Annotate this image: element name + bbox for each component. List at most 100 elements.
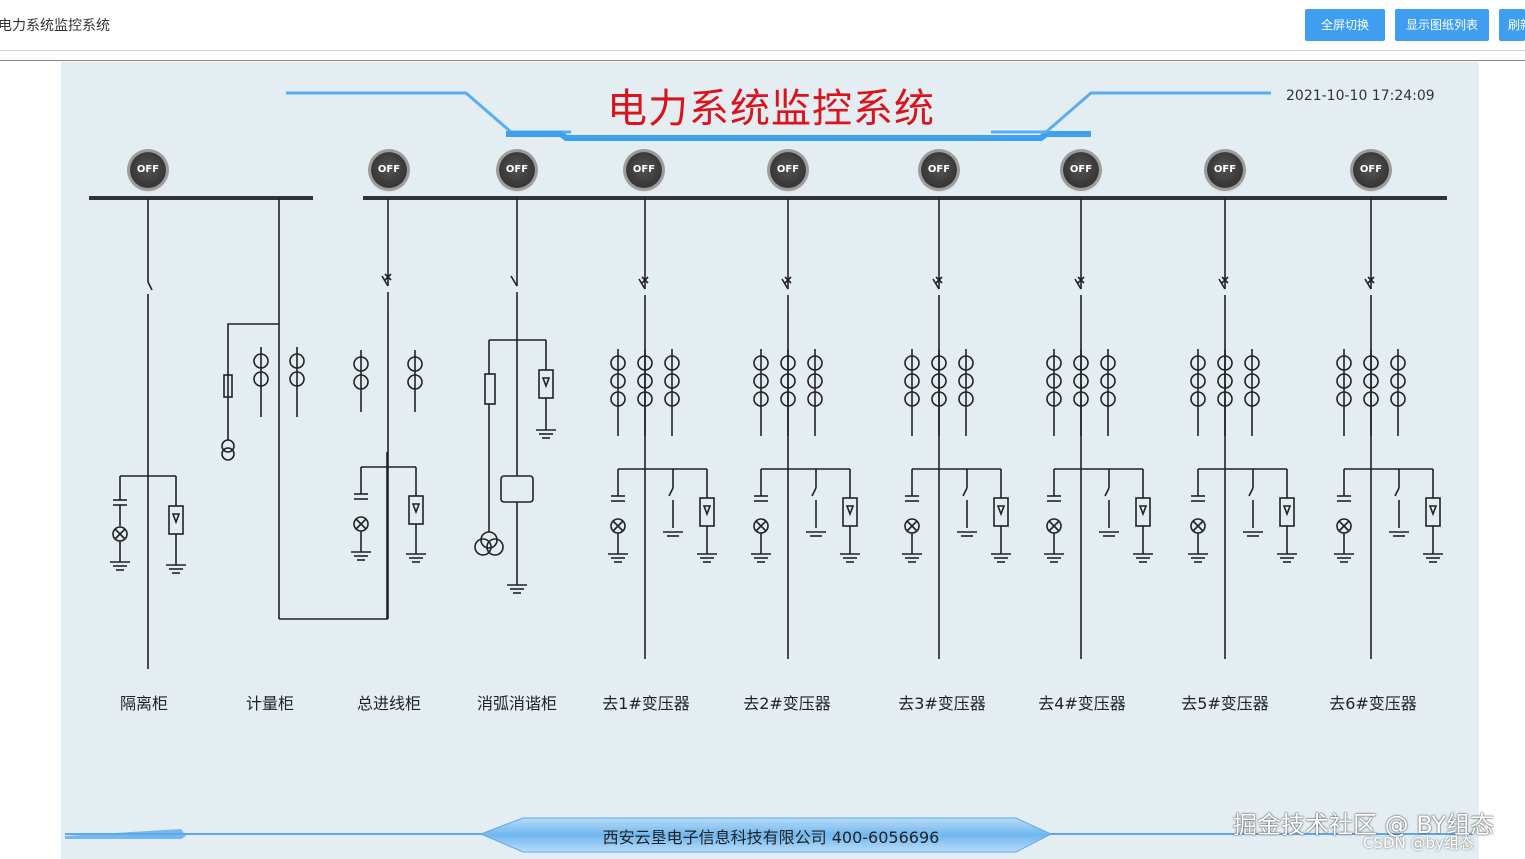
current-transformer <box>958 355 974 371</box>
surge-arrester <box>845 505 855 517</box>
current-transformer <box>1336 391 1352 407</box>
cabinet-label-metering: 计量柜 <box>245 694 294 713</box>
disconnector-symbol <box>1104 487 1110 497</box>
current-transformer <box>1244 391 1260 407</box>
current-transformer <box>664 355 680 371</box>
current-transformer <box>253 353 269 369</box>
indicator-lamp <box>612 520 624 532</box>
current-transformer <box>931 355 947 371</box>
breaker-symbol <box>1218 278 1226 290</box>
current-transformer <box>664 373 680 389</box>
wire <box>227 323 279 440</box>
surge-arrester <box>1428 505 1438 517</box>
current-transformer <box>1190 355 1206 371</box>
monitoring-panel: 电力系统监控系统 2021-10-10 17:24:09 OFF OFF OFF… <box>61 62 1494 859</box>
cabinet-label-transformer-5: 去5#变压器 <box>1181 694 1269 713</box>
current-transformer <box>931 391 947 407</box>
wire <box>279 452 388 620</box>
surge-arrester <box>541 377 551 389</box>
indicator-lamp <box>755 520 767 532</box>
company-footer: 西安云垦电子信息科技有限公司 400-6056696 <box>602 828 940 847</box>
cabinet-label-transformer-6: 去6#变压器 <box>1329 694 1417 713</box>
current-transformer <box>807 355 823 371</box>
switch-button-arc-suppression[interactable]: OFF <box>499 152 535 188</box>
switch-button-transformer-2[interactable]: OFF <box>770 152 806 188</box>
arc-suppression-coil <box>500 475 534 503</box>
indicator-lamp <box>1192 520 1204 532</box>
breaker-symbol <box>381 275 389 287</box>
current-transformer <box>637 373 653 389</box>
cabinet-label-isolation: 隔离柜 <box>119 694 168 713</box>
switch-button-transformer-6[interactable]: OFF <box>1353 152 1389 188</box>
current-transformer <box>958 373 974 389</box>
fullscreen-toggle-button[interactable]: 全屏切换 <box>1305 9 1385 41</box>
current-transformer <box>958 391 974 407</box>
switch-button-main-incoming[interactable]: OFF <box>371 152 407 188</box>
surge-arrester <box>996 505 1006 517</box>
switch-button-transformer-1[interactable]: OFF <box>626 152 662 188</box>
surge-arrester <box>411 503 421 515</box>
refresh-button[interactable]: 刷新 <box>1499 9 1525 41</box>
current-transformer <box>637 355 653 371</box>
breaker-symbol <box>1074 278 1082 290</box>
current-transformer <box>1073 355 1089 371</box>
single-line-diagram <box>65 91 1473 853</box>
current-transformer <box>1363 391 1379 407</box>
surge-arrester <box>171 513 181 525</box>
breaker-symbol <box>510 275 518 287</box>
current-transformer <box>1217 391 1233 407</box>
switch-button-transformer-5[interactable]: OFF <box>1207 152 1243 188</box>
current-transformer <box>253 371 269 387</box>
cabinet-label-arc-suppression: 消弧消谐柜 <box>476 694 557 713</box>
divider <box>0 60 1525 61</box>
current-transformer <box>664 391 680 407</box>
circuit-schematic <box>110 198 1443 669</box>
breaker-mark <box>1077 276 1085 284</box>
top-bar: 电力系统监控系统 全屏切换 显示图纸列表 刷新 <box>0 0 1525 51</box>
switch-button-isolation[interactable]: OFF <box>130 152 166 188</box>
current-transformer <box>753 373 769 389</box>
disconnector-symbol <box>811 487 817 497</box>
transformer-symbol <box>480 531 498 549</box>
voltage-transformer <box>221 447 235 461</box>
current-transformer <box>353 356 369 372</box>
current-transformer <box>1390 373 1406 389</box>
current-transformer <box>1073 391 1089 407</box>
current-transformer <box>753 391 769 407</box>
breaker-mark <box>784 276 792 284</box>
indicator-lamp <box>906 520 918 532</box>
switch-button-transformer-4[interactable]: OFF <box>1063 152 1099 188</box>
surge-arrester <box>1282 505 1292 517</box>
breaker-mark <box>384 273 392 281</box>
switch-button-transformer-3[interactable]: OFF <box>921 152 957 188</box>
current-transformer <box>610 355 626 371</box>
current-transformer <box>610 373 626 389</box>
disconnector-symbol <box>147 281 153 291</box>
current-transformer <box>407 374 423 390</box>
current-transformer <box>289 371 305 387</box>
current-transformer <box>1190 391 1206 407</box>
cabinet-label-transformer-2: 去2#变压器 <box>743 694 831 713</box>
breaker-mark <box>1221 276 1229 284</box>
cabinet-label-transformer-4: 去4#变压器 <box>1038 694 1126 713</box>
current-transformer <box>407 356 423 372</box>
current-transformer <box>807 391 823 407</box>
current-transformer <box>1046 391 1062 407</box>
current-transformer <box>1336 355 1352 371</box>
cabinet-label-transformer-3: 去3#变压器 <box>898 694 986 713</box>
breaker-symbol <box>781 278 789 290</box>
current-transformer <box>780 355 796 371</box>
current-transformer <box>1046 373 1062 389</box>
breaker-mark <box>1367 276 1375 284</box>
current-transformer <box>1363 355 1379 371</box>
voltage-transformer <box>221 439 235 453</box>
current-transformer <box>637 391 653 407</box>
indicator-lamp <box>1048 520 1060 532</box>
current-transformer <box>1190 373 1206 389</box>
transformer-symbol <box>474 538 492 556</box>
current-transformer <box>1073 373 1089 389</box>
disconnector-symbol <box>668 487 674 497</box>
current-transformer <box>1217 373 1233 389</box>
breaker-mark <box>641 276 649 284</box>
show-drawing-list-button[interactable]: 显示图纸列表 <box>1395 9 1489 41</box>
